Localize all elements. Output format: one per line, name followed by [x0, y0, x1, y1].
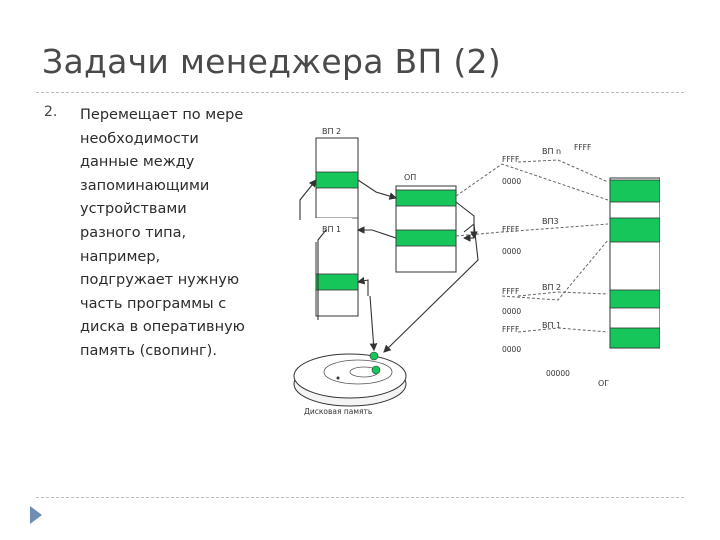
- bullet-line: подгружает нужную: [80, 272, 240, 289]
- disk-storage: [293, 351, 407, 407]
- vp2-block-green: [315, 273, 359, 291]
- label-ffff: FFFF: [502, 325, 519, 334]
- label-zero: 0000: [502, 307, 521, 316]
- label-vp1-left: ВП 1: [322, 225, 341, 234]
- label-ffff-top-right: FFFF: [574, 143, 591, 152]
- label-ffff: FFFF: [502, 225, 519, 234]
- label-zero: 0000: [502, 247, 521, 256]
- bullet-line: необходимости: [80, 130, 199, 147]
- label-ffff: FFFF: [502, 155, 519, 164]
- label-zero: 0000: [502, 177, 521, 186]
- label-op-middle: ОП: [404, 173, 416, 182]
- label-zero: 0000: [502, 345, 521, 354]
- label-og: ОГ: [598, 379, 609, 388]
- label-vpn: ВП n: [542, 147, 561, 156]
- bullet-line: разного типа,: [80, 224, 187, 241]
- right-block-green: [609, 217, 660, 243]
- disk-caption: Дисковая память: [304, 407, 372, 416]
- next-slide-arrow-icon[interactable]: [30, 506, 42, 524]
- label-address-bottom: 00000: [546, 369, 570, 378]
- vp2-block-green: [315, 171, 359, 189]
- list-item-number: 2.: [44, 104, 58, 120]
- bullet-line: Перемещает по мере: [80, 107, 244, 123]
- title-divider: [36, 92, 684, 93]
- right-block-green: [609, 179, 660, 203]
- label-ffff: FFFF: [502, 287, 519, 296]
- label-vp2-top: ВП 2: [322, 127, 341, 136]
- bullet-line: например,: [80, 248, 161, 265]
- op-block-green: [395, 229, 457, 247]
- bullet-line: данные между: [80, 154, 195, 171]
- bullet-line: часть программы с: [80, 295, 227, 312]
- bullet-line: память (свопинг).: [80, 342, 217, 359]
- label-vp1-right: ВП 1: [542, 321, 561, 330]
- right-column: [609, 177, 660, 349]
- right-block-green: [609, 327, 660, 349]
- label-vp2-right: ВП 2: [542, 283, 561, 292]
- arrows: [299, 179, 479, 353]
- bullet-line: диска в оперативную: [80, 319, 245, 336]
- virtual-memory-diagram: ВП 2 ВП 1 ОП ВП n FFFF FFFF 0000 ВП3 FFF…: [293, 127, 660, 416]
- footer-divider: [36, 497, 684, 498]
- label-vp3: ВП3: [542, 217, 559, 226]
- op-block-green: [395, 189, 457, 207]
- slide-title: Задачи менеджера ВП (2): [42, 42, 502, 81]
- right-block-green: [609, 289, 660, 309]
- op-column: [395, 185, 457, 273]
- bullet-line: устройствами: [80, 201, 187, 218]
- bullet-line: запоминающими: [80, 177, 210, 194]
- dashed-connectors: [455, 159, 609, 333]
- bullet-text: Перемещает по мере необходимости данные …: [80, 104, 280, 364]
